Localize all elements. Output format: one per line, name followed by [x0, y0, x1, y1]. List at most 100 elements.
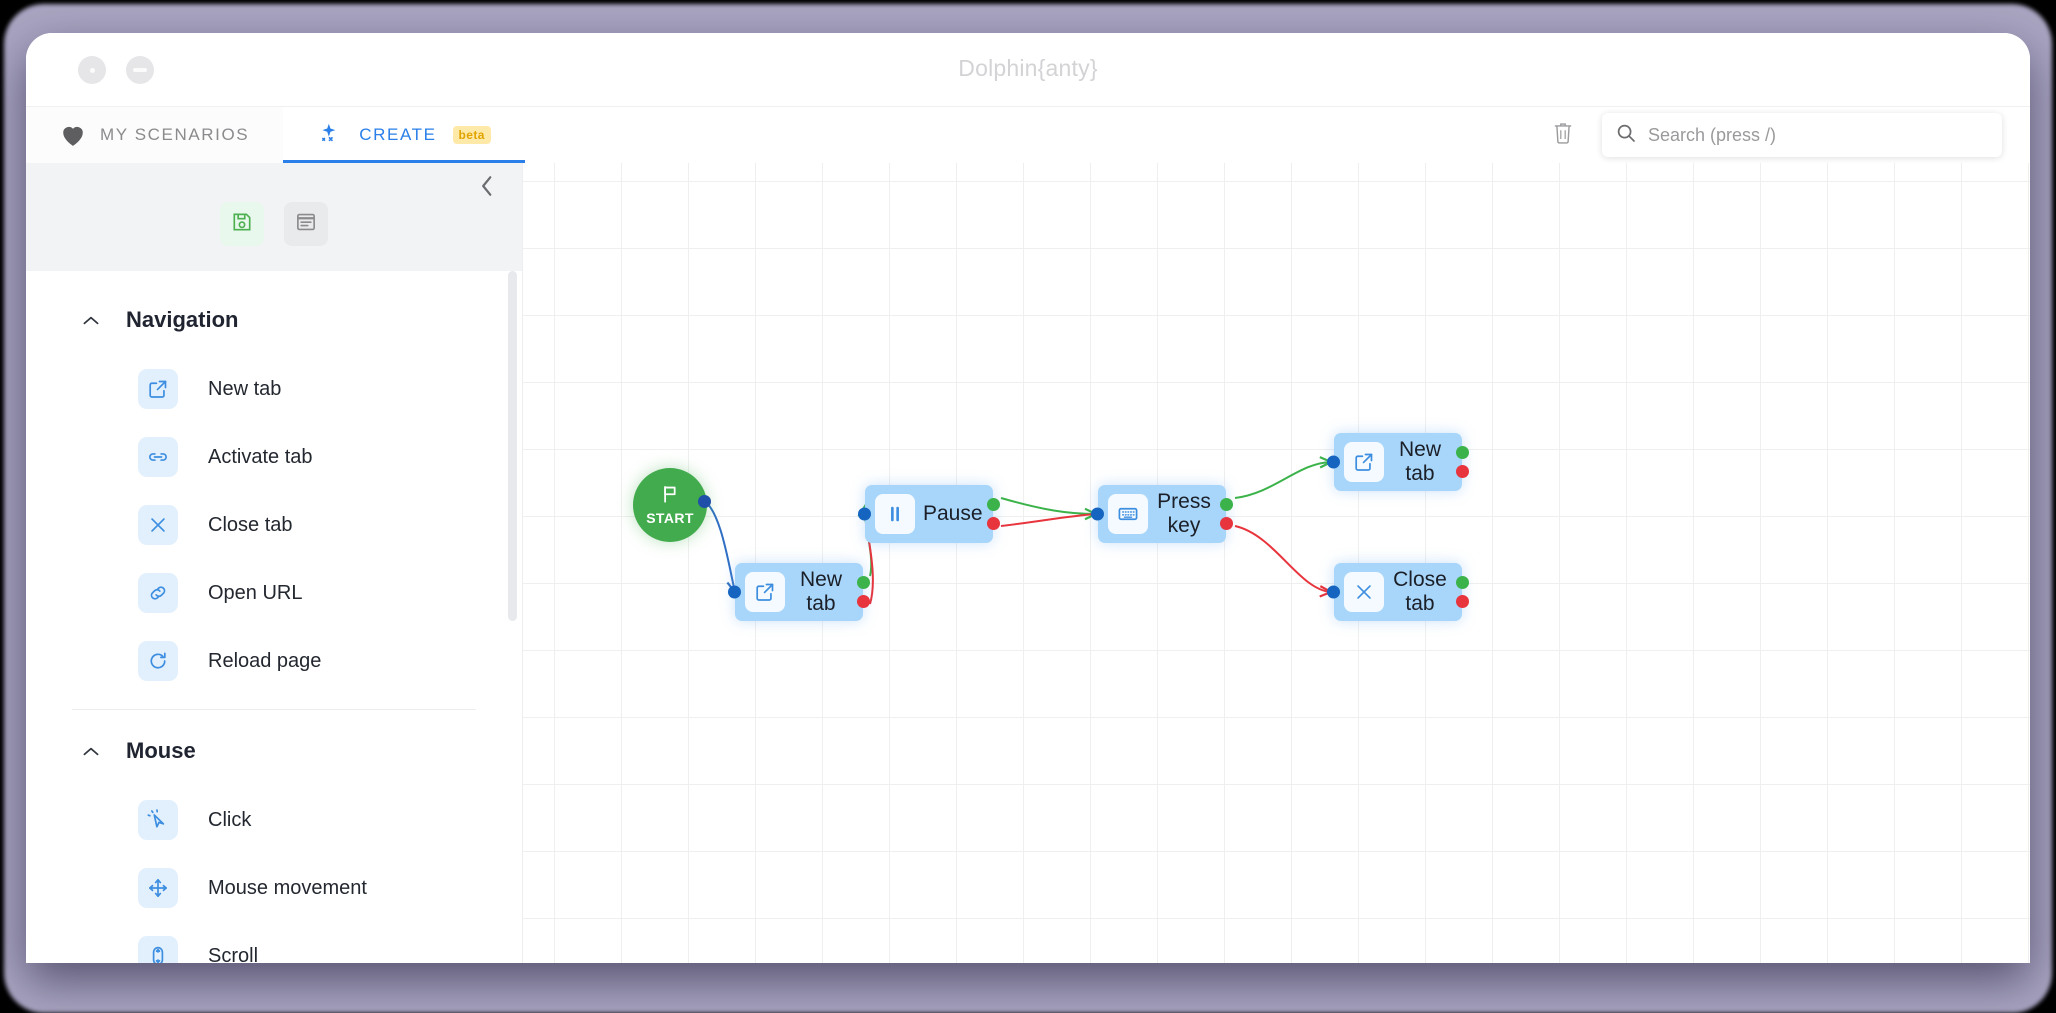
heart-icon [60, 123, 86, 147]
chain-link-icon [138, 573, 178, 613]
chevron-left-icon [479, 174, 495, 203]
action-item-close-tab[interactable]: Close tab [26, 491, 522, 559]
action-label: Click [208, 809, 251, 832]
action-item-reload-page[interactable]: Reload page [26, 627, 522, 695]
node-label: New tab [1384, 438, 1462, 486]
chevron-up-icon [82, 314, 100, 326]
action-label: Reload page [208, 650, 321, 673]
node-input-port[interactable] [728, 586, 741, 599]
node-label: Close tab [1384, 568, 1462, 616]
tab-label: MY SCENARIOS [100, 125, 249, 145]
page-title: Dolphin{anty} [26, 55, 2030, 82]
node-label: New tab [785, 568, 863, 616]
search-icon [1616, 123, 1636, 148]
node-success-port[interactable] [1456, 446, 1469, 459]
magic-wand-icon [317, 122, 345, 148]
edge-pause-error-presskey [1001, 514, 1096, 526]
node-error-port[interactable] [1220, 517, 1233, 530]
pause-icon [875, 494, 915, 534]
external-link-icon [138, 369, 178, 409]
tab-create[interactable]: CREATE beta [283, 107, 525, 163]
external-link-icon [745, 572, 785, 612]
node-press-key[interactable]: Press key [1098, 485, 1226, 543]
note-panel-icon [295, 211, 317, 238]
node-success-port[interactable] [1456, 576, 1469, 589]
node-input-port[interactable] [858, 508, 871, 521]
external-link-icon [1344, 442, 1384, 482]
group-header-mouse[interactable]: Mouse [26, 716, 522, 786]
node-input-port[interactable] [1327, 586, 1340, 599]
node-pause[interactable]: Pause [865, 485, 993, 543]
close-x-icon [1344, 572, 1384, 612]
group-separator [72, 709, 476, 710]
scroll-icon [138, 936, 178, 963]
action-label: Activate tab [208, 446, 313, 469]
node-error-port[interactable] [857, 595, 870, 608]
app-window: Dolphin{anty} MY SCENARIOS CREATE [26, 33, 2030, 963]
search-input[interactable] [1648, 125, 1988, 146]
node-error-port[interactable] [987, 517, 1000, 530]
node-label: Pause [915, 502, 997, 526]
tab-label: CREATE [359, 125, 436, 145]
tab-my-scenarios[interactable]: MY SCENARIOS [26, 107, 283, 163]
node-close-tab[interactable]: Close tab [1334, 563, 1462, 621]
keyboard-icon [1108, 494, 1148, 534]
sidebar-collapse-button[interactable] [474, 175, 500, 201]
node-input-port[interactable] [1327, 456, 1340, 469]
node-new-tab[interactable]: New tab [1334, 433, 1462, 491]
start-label: START [646, 510, 694, 526]
canvas-toolbar [1546, 107, 2030, 163]
action-label: Close tab [208, 514, 293, 537]
edge-presskey-success-newtab [1235, 462, 1331, 498]
node-success-port[interactable] [987, 498, 1000, 511]
node-input-port[interactable] [1091, 508, 1104, 521]
action-label: Scroll [208, 945, 258, 964]
beta-badge: beta [453, 126, 491, 144]
action-item-mouse-movement[interactable]: Mouse movement [26, 854, 522, 922]
node-new-tab[interactable]: New tab [735, 563, 863, 621]
close-x-icon [138, 505, 178, 545]
node-label: Press key [1148, 490, 1226, 538]
action-label: New tab [208, 378, 281, 401]
action-item-scroll[interactable]: Scroll [26, 922, 522, 963]
chevron-up-icon [82, 745, 100, 757]
action-item-open-url[interactable]: Open URL [26, 559, 522, 627]
save-disk-icon [231, 211, 253, 238]
node-success-port[interactable] [1220, 498, 1233, 511]
action-item-click[interactable]: Click [26, 786, 522, 854]
node-error-port[interactable] [1456, 595, 1469, 608]
link-horizontal-icon [138, 437, 178, 477]
sidebar-toolbar [26, 163, 522, 271]
action-item-new-tab[interactable]: New tab [26, 355, 522, 423]
cursor-click-icon [138, 800, 178, 840]
sidebar-scrollbar[interactable] [508, 271, 517, 621]
node-error-port[interactable] [1456, 465, 1469, 478]
start-node[interactable]: START [633, 468, 707, 542]
start-output-port[interactable] [698, 495, 711, 508]
action-label: Open URL [208, 582, 303, 605]
edge-presskey-error-closetab [1235, 526, 1331, 592]
action-label: Mouse movement [208, 877, 367, 900]
action-item-activate-tab[interactable]: Activate tab [26, 423, 522, 491]
group-title: Mouse [126, 738, 196, 764]
trash-icon [1552, 121, 1574, 150]
edge-start-to-newtab [703, 500, 735, 592]
notes-button[interactable] [284, 202, 328, 246]
group-header-navigation[interactable]: Navigation [26, 285, 522, 355]
group-title: Navigation [126, 307, 238, 333]
move-arrows-icon [138, 868, 178, 908]
title-bar: Dolphin{anty} [26, 33, 2030, 107]
flag-icon [660, 484, 680, 509]
node-success-port[interactable] [857, 576, 870, 589]
tab-bar: MY SCENARIOS CREATE beta [26, 107, 2030, 163]
search-box[interactable] [1602, 113, 2002, 157]
delete-button[interactable] [1546, 118, 1580, 152]
reload-icon [138, 641, 178, 681]
save-scenario-button[interactable] [220, 202, 264, 246]
